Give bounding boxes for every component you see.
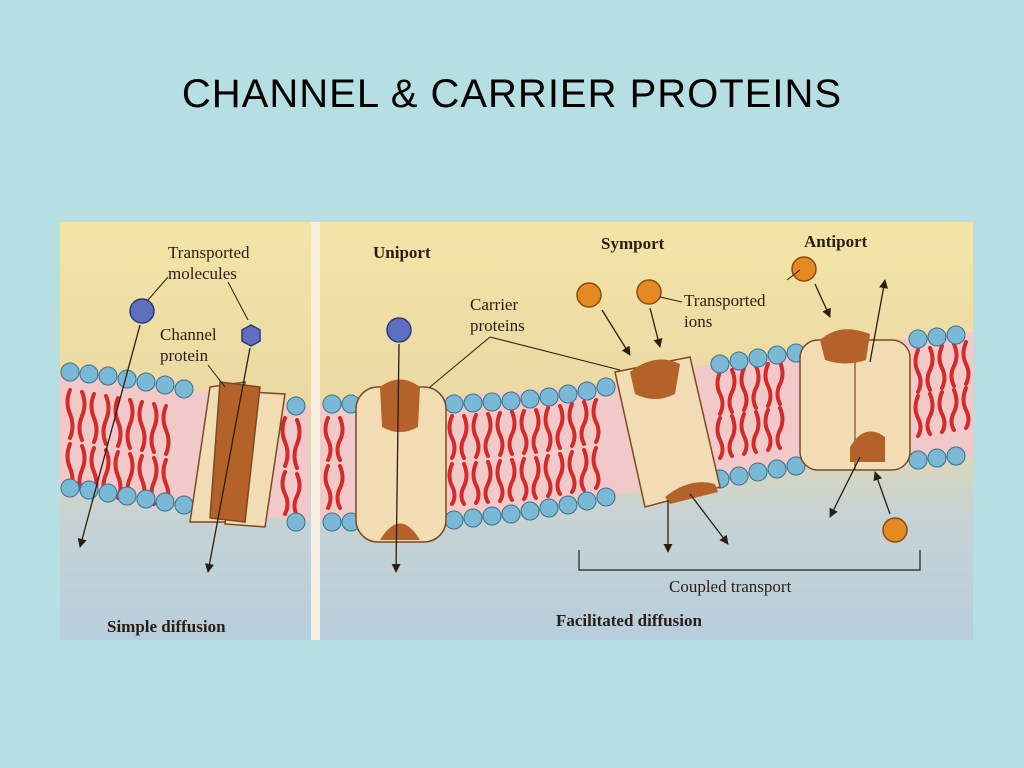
uniport-carrier [355, 379, 447, 543]
lipid-tails-right [323, 340, 971, 510]
label-simple-diffusion: Simple diffusion [107, 617, 226, 636]
uniport-molecule [386, 317, 412, 343]
lipid-heads [60, 325, 966, 532]
transported-molecule-circle [129, 298, 155, 324]
panel-divider [311, 222, 320, 640]
symport-ion-2 [636, 279, 662, 305]
membrane-transport-figure: Transported molecules Channel protein Un… [60, 222, 973, 640]
label-carrier-proteins-2: proteins [470, 316, 525, 335]
label-carrier-proteins-1: Carrier [470, 295, 518, 314]
label-symport: Symport [601, 234, 665, 253]
label-coupled-transport: Coupled transport [669, 577, 792, 596]
label-uniport: Uniport [373, 243, 431, 262]
label-transported-molecules-2: molecules [168, 264, 237, 283]
label-facilitated-diffusion: Facilitated diffusion [556, 611, 702, 630]
antiport-ion-bottom [882, 517, 908, 543]
label-leader-lines [147, 269, 801, 388]
label-channel-protein-1: Channel [160, 325, 217, 344]
label-transported-ions-1: Transported [684, 291, 766, 310]
symport-carrier [614, 356, 721, 508]
slide-title: CHANNEL & CARRIER PROTEINS [181, 72, 843, 116]
label-antiport: Antiport [804, 232, 868, 251]
label-transported-ions-2: ions [684, 312, 712, 331]
label-transported-molecules-1: Transported [168, 243, 250, 262]
symport-ion-1 [576, 282, 602, 308]
membrane-diagram: Transported molecules Channel protein Un… [60, 222, 973, 640]
transport-arrows [77, 279, 891, 573]
antiport-carrier [799, 329, 911, 471]
label-channel-protein-2: protein [160, 346, 209, 365]
coupled-transport-bracket [578, 550, 921, 571]
transported-molecule-hexagon [241, 324, 261, 347]
antiport-ion-top [791, 256, 817, 282]
channel-protein [189, 381, 286, 528]
